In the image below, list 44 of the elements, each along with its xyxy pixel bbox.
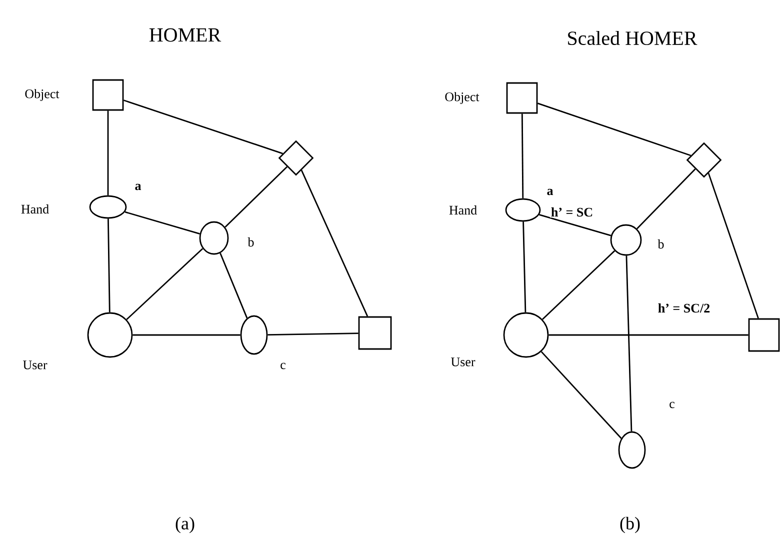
ellipse-node [505, 198, 541, 222]
connector-line [537, 102, 692, 156]
connector-line [123, 100, 283, 154]
square-node [748, 318, 780, 352]
connector-line [224, 166, 288, 228]
circle-node [87, 312, 133, 358]
ellipse-node [89, 195, 127, 219]
connector-line [521, 114, 524, 198]
square-node [506, 82, 538, 114]
connector-line [268, 332, 358, 336]
connector-line [108, 218, 110, 312]
text-label: b [248, 237, 254, 247]
edge-label: h’ = SC/2 [656, 302, 712, 314]
connector-line [626, 256, 632, 432]
connector-line [636, 168, 696, 230]
circle-node [503, 312, 549, 358]
text-label: b [658, 239, 664, 249]
ellipse-node [199, 221, 229, 255]
ellipse-node [610, 224, 642, 256]
panel-caption: (b) [620, 516, 640, 534]
text-label: c [670, 402, 674, 408]
connector-line [542, 250, 616, 320]
text-label: Hand [21, 204, 49, 214]
connector-line [300, 170, 368, 317]
connector-line [540, 351, 622, 439]
connector-line [220, 252, 248, 318]
connector-line [107, 110, 109, 196]
panel-title: Scaled HOMER [568, 30, 698, 46]
text-label: Hand [449, 205, 477, 215]
text-label: c [280, 362, 286, 370]
connector-line [539, 214, 612, 236]
connector-line [132, 334, 240, 336]
square-node [358, 316, 392, 350]
edge-label: h’ = SC [550, 206, 594, 218]
square-node [92, 79, 124, 111]
connector-line [548, 334, 748, 336]
connector-line [126, 248, 204, 320]
text-label: Object [25, 89, 60, 101]
connector-line [522, 222, 526, 312]
connector-line [124, 211, 200, 234]
connector-line [708, 172, 759, 319]
ellipse-node [618, 431, 646, 469]
panel-caption: (a) [176, 516, 194, 534]
ellipse-node [240, 315, 268, 355]
